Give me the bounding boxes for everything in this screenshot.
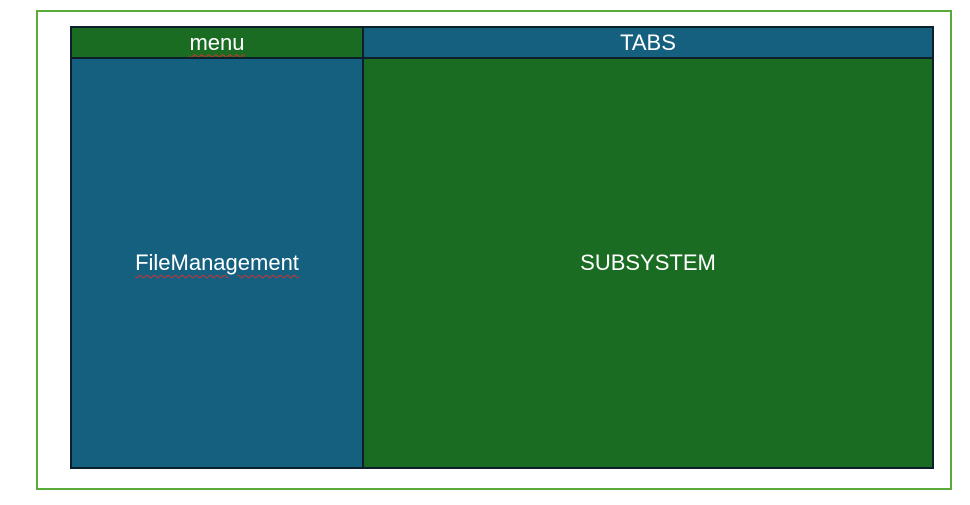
file-management-label: FileManagement <box>135 250 299 275</box>
file-management-block: FileManagement <box>70 57 364 469</box>
subsystem-block: SUBSYSTEM <box>362 57 934 469</box>
menu-block: menu <box>70 26 364 59</box>
subsystem-label: SUBSYSTEM <box>580 250 716 275</box>
tabs-block: TABS <box>362 26 934 59</box>
menu-label: menu <box>189 29 245 55</box>
tabs-label: TABS <box>620 29 676 55</box>
diagram-frame <box>36 10 952 490</box>
